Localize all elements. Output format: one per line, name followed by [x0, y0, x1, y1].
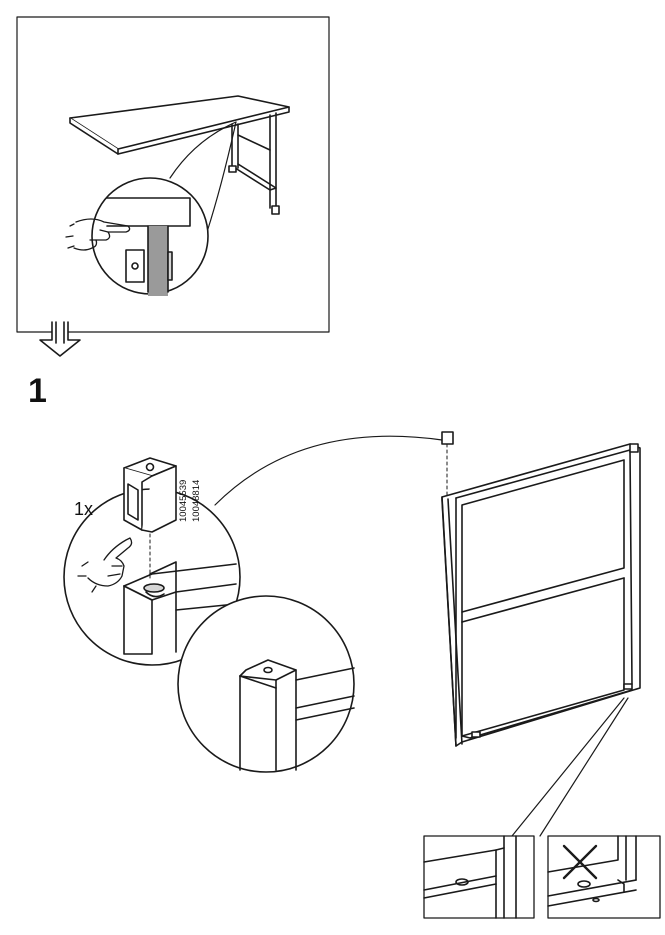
table-illustration — [69, 95, 290, 215]
inset-correct — [423, 835, 535, 919]
bracket-detail-circle — [91, 177, 209, 296]
part-number: 10045539 — [178, 479, 189, 522]
inset-incorrect — [547, 835, 661, 919]
previous-step-panel — [16, 16, 330, 333]
leader-line — [214, 435, 443, 506]
pointing-hand-icon — [65, 218, 131, 251]
cross-mark-icon — [562, 844, 598, 880]
screen-frame — [441, 431, 641, 747]
cap-result-circle — [177, 595, 355, 773]
cap-part-small — [441, 431, 454, 445]
pointing-hand-icon — [77, 537, 133, 593]
part-number: 10048814 — [191, 479, 202, 522]
down-arrow-icon — [39, 321, 81, 357]
quantity-label: 1x — [74, 499, 94, 519]
step-number: 1 — [28, 372, 47, 410]
cap-detail-circle — [63, 457, 241, 666]
